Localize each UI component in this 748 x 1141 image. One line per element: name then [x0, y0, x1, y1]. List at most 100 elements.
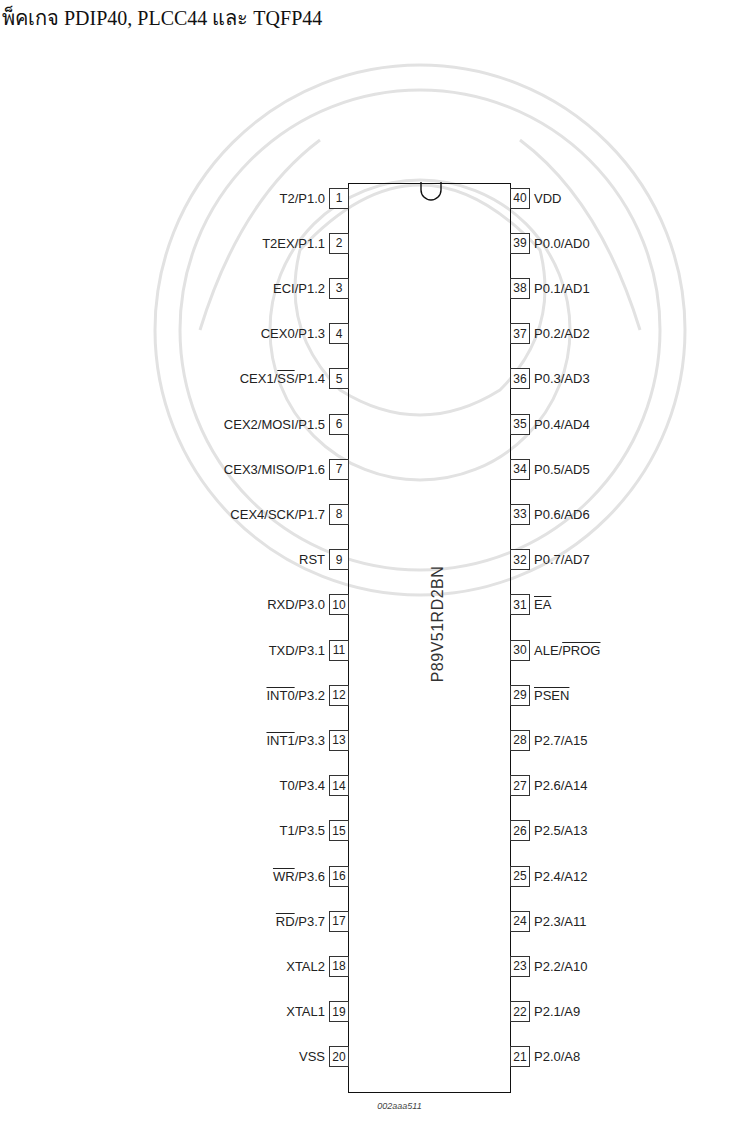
active-low-bar: SS	[277, 371, 294, 386]
pin-number: 2	[336, 236, 343, 250]
pin-name: P2.2/A10	[534, 959, 588, 974]
pin-name: P2.6/A14	[534, 778, 588, 793]
pin-name: TXD/P3.1	[269, 643, 325, 658]
pin-name: RD/P3.7	[276, 914, 325, 929]
pin-number-box: 26	[510, 820, 530, 841]
pin-number-box: 35	[510, 414, 530, 435]
pin-number-box: 14	[329, 775, 349, 796]
pin-number-box: 22	[510, 1001, 530, 1022]
active-low-bar: EA	[534, 597, 551, 612]
pin-number: 36	[513, 372, 526, 386]
pin-number: 11	[333, 643, 345, 657]
pin-number-box: 34	[510, 459, 530, 480]
pin-number-box: 31	[510, 594, 530, 615]
pin-name: P2.5/A13	[534, 823, 588, 838]
pin-number: 38	[513, 281, 526, 295]
active-low-bar: PSEN	[534, 688, 569, 703]
pin-number-box: 15	[329, 820, 349, 841]
pin-number: 8	[336, 507, 343, 521]
pin-number: 33	[513, 507, 526, 521]
pin-number: 32	[513, 553, 526, 567]
pin-name: RXD/P3.0	[267, 597, 325, 612]
pin-name: P0.0/AD0	[534, 236, 590, 251]
pin-name: P0.2/AD2	[534, 326, 590, 341]
pin-name: T0/P3.4	[279, 778, 325, 793]
pin-number-box: 4	[329, 323, 349, 344]
pin-name: CEX1/SS/P1.4	[240, 371, 325, 386]
pin-name: CEX2/MOSI/P1.5	[224, 417, 325, 432]
pin-name: P0.7/AD7	[534, 552, 590, 567]
pin-number-box: 11	[329, 640, 349, 661]
pin-number-box: 2	[329, 233, 349, 254]
pin-number: 9	[336, 553, 343, 567]
active-low-bar: INT1	[266, 733, 294, 748]
pin-number: 1	[336, 191, 343, 205]
pin-number: 19	[332, 1005, 345, 1019]
pin-name: CEX4/SCK/P1.7	[230, 507, 325, 522]
pin-number: 15	[332, 824, 345, 838]
pin-name: P0.4/AD4	[534, 417, 590, 432]
pin-number: 4	[336, 327, 343, 341]
pin-name: P0.1/AD1	[534, 281, 590, 296]
pin-number: 40	[513, 191, 526, 205]
pin-name: P0.3/AD3	[534, 371, 590, 386]
pin-name: T1/P3.5	[279, 823, 325, 838]
pin-number-box: 29	[510, 685, 530, 706]
pin-number: 27	[513, 779, 526, 793]
page-heading: พ็คเกจ PDIP40, PLCC44 และ TQFP44	[2, 2, 322, 34]
pin-name: P2.7/A15	[534, 733, 588, 748]
pin-number: 18	[332, 959, 345, 973]
pin-number: 28	[513, 733, 526, 747]
pin-name: P2.4/A12	[534, 869, 588, 884]
pin-name: T2/P1.0	[279, 191, 325, 206]
pin-number: 39	[513, 236, 526, 250]
pin-name: VDD	[534, 191, 561, 206]
pin-name: WR/P3.6	[273, 869, 325, 884]
pin-number-box: 33	[510, 504, 530, 525]
pin-name: ALE/PROG	[534, 643, 600, 658]
pin-number-box: 12	[329, 685, 349, 706]
pin-number-box: 5	[329, 368, 349, 389]
pin-number-box: 36	[510, 368, 530, 389]
pin1-notch	[416, 182, 446, 202]
active-low-bar: WR	[273, 869, 295, 884]
pin-name: RST	[299, 552, 325, 567]
pin-number: 17	[332, 914, 345, 928]
pin-name: XTAL1	[286, 1004, 325, 1019]
pin-number-box: 37	[510, 323, 530, 344]
pin-number: 20	[332, 1050, 345, 1064]
pin-number-box: 21	[510, 1046, 530, 1067]
pin-number-box: 7	[329, 459, 349, 480]
pin-number-box: 25	[510, 866, 530, 887]
pin-name: T2EX/P1.1	[262, 236, 325, 251]
pin-number: 31	[513, 598, 526, 612]
pin-number-box: 16	[329, 866, 349, 887]
pin-number-box: 20	[329, 1046, 349, 1067]
pin-name: P0.6/AD6	[534, 507, 590, 522]
figure-code: 002aaa511	[377, 1101, 421, 1111]
pin-number: 6	[336, 417, 343, 431]
active-low-bar: PROG	[562, 643, 600, 658]
pin-number: 21	[513, 1050, 526, 1064]
pin-number: 10	[332, 598, 345, 612]
pin-name: EA	[534, 597, 551, 612]
pin-name: P2.3/A11	[534, 914, 587, 929]
pin-number: 35	[513, 417, 526, 431]
pin-name: INT1/P3.3	[266, 733, 325, 748]
pin-number: 37	[513, 327, 526, 341]
pin-name: INT0/P3.2	[266, 688, 325, 703]
pin-number: 23	[513, 959, 526, 973]
pin-name: XTAL2	[286, 959, 325, 974]
pin-number-box: 13	[329, 730, 349, 751]
pin-number-box: 32	[510, 549, 530, 570]
pin-number: 16	[332, 869, 345, 883]
chip-part-number: P89V51RD2BN	[429, 566, 447, 683]
pin-number: 22	[513, 1005, 526, 1019]
pin-number-box: 38	[510, 278, 530, 299]
pin-number-box: 17	[329, 911, 349, 932]
pin-name: VSS	[299, 1049, 325, 1064]
pin-number: 14	[332, 779, 345, 793]
pin-number: 34	[513, 462, 526, 476]
pin-name: P2.0/A8	[534, 1049, 580, 1064]
pin-name: CEX3/MISO/P1.6	[224, 462, 325, 477]
